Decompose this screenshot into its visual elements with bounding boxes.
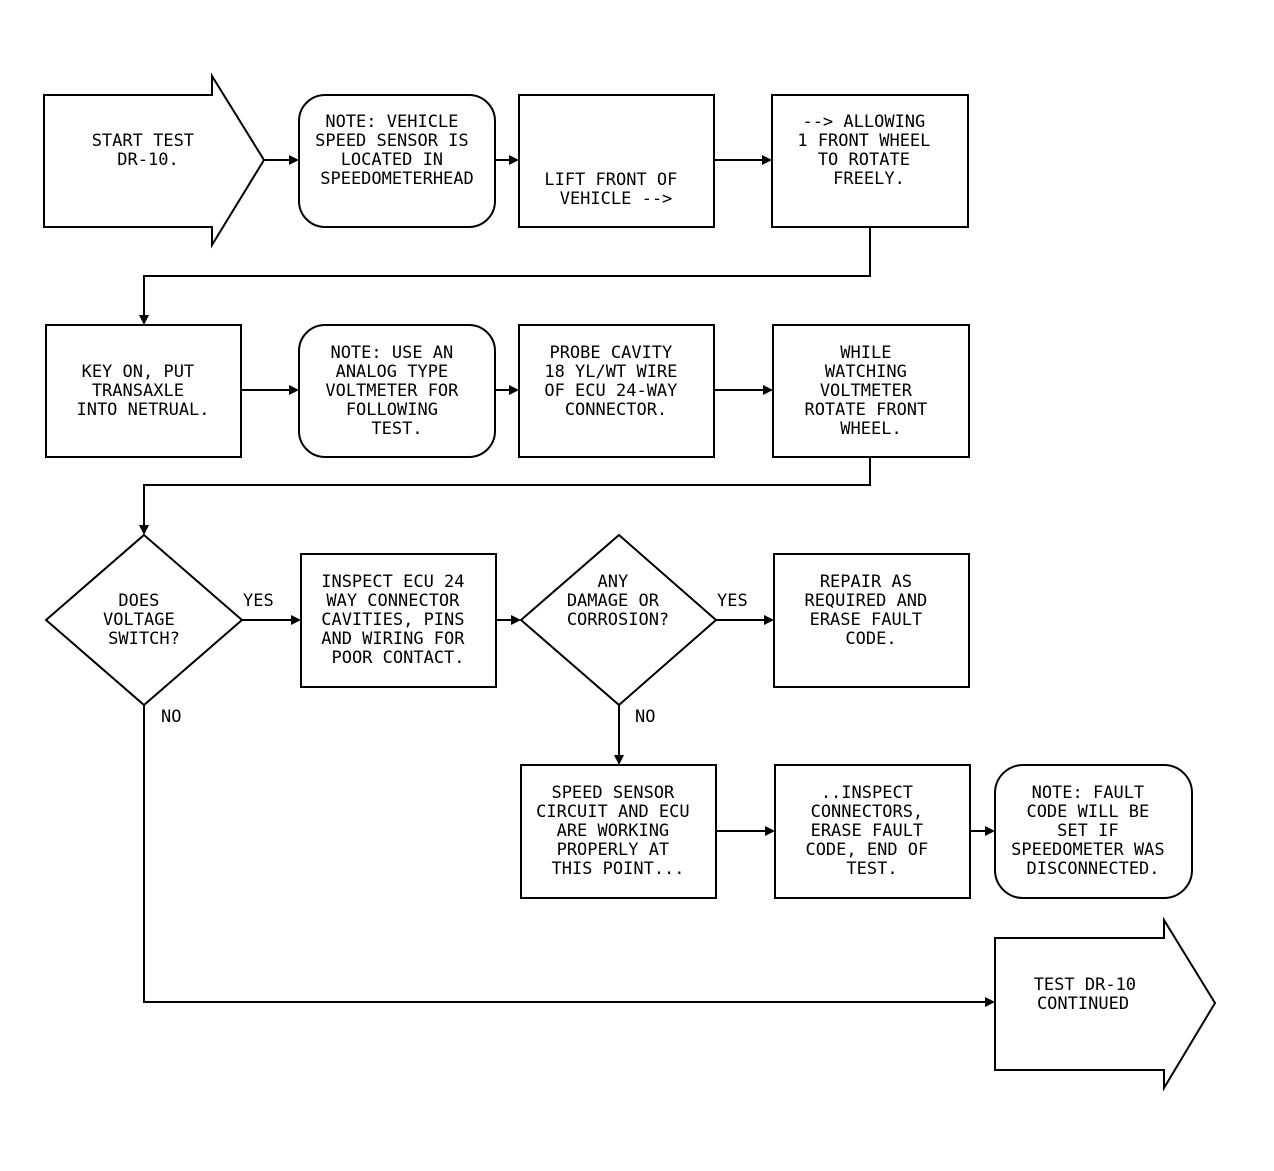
edge-labels: YES NO YES NO	[161, 591, 748, 727]
test-continued-label: TEST DR-10 CONTINUED	[1034, 975, 1147, 1014]
note-vehicle-speed-sensor-shape	[298, 94, 496, 228]
inspect-ecu-label: INSPECT ECU 24 WAY CONNECTOR CAVITIES, P…	[321, 572, 475, 668]
allowing-wheel-box-shape	[771, 94, 969, 228]
note-fault-code-label: NOTE: FAULT CODE WILL BE SET IF SPEEDOME…	[1011, 783, 1175, 879]
start-arrow-shape	[43, 72, 266, 249]
arrowhead	[139, 525, 149, 535]
arrowhead	[762, 155, 772, 165]
arrowhead	[291, 615, 301, 625]
voltage-yes-label: YES	[243, 591, 274, 611]
arrowhead	[289, 385, 299, 395]
inspect-ecu-box-shape	[300, 553, 497, 688]
probe-cavity-box-shape	[518, 324, 715, 458]
damage-yes-label: YES	[717, 591, 748, 611]
continued-arrow-shape	[994, 916, 1217, 1092]
arrowhead	[509, 385, 519, 395]
arrowhead	[765, 826, 775, 836]
node-labels: START TEST DR-10. NOTE: VEHICLE SPEED SE…	[76, 112, 1175, 1014]
allowing-wheel-label: --> ALLOWING 1 FRONT WHEEL TO ROTATE FRE…	[797, 112, 940, 189]
arrowhead	[985, 826, 995, 836]
lift-front-box-shape	[518, 94, 715, 228]
edge-while-to-voltage	[143, 457, 871, 528]
damage-corrosion-label: ANY DAMAGE OR CORROSION?	[567, 572, 669, 630]
while-watching-box-shape	[772, 324, 970, 458]
probe-cavity-label: PROBE CAVITY 18 YL/WT WIRE OF ECU 24-WAY…	[544, 343, 687, 420]
voltage-switch-label: DOES VOLTAGE SWITCH?	[103, 591, 185, 649]
arrowhead	[985, 997, 995, 1007]
voltage-switch-decision-shape	[44, 533, 244, 707]
repair-label: REPAIR AS REQUIRED AND ERASE FAULT CODE.	[804, 572, 937, 649]
note-analog-voltmeter-label: NOTE: USE AN ANALOG TYPE VOLTMETER FOR F…	[325, 343, 468, 439]
arrowhead	[614, 755, 624, 765]
key-on-label: KEY ON, PUT TRANSAXLE INTO NETRUAL.	[76, 362, 209, 420]
damage-corrosion-decision-shape	[519, 533, 718, 707]
arrowhead	[139, 315, 149, 325]
speed-sensor-ok-box-shape	[520, 764, 717, 899]
arrowhead	[763, 385, 773, 395]
inspect-connectors-box-shape	[774, 764, 971, 899]
arrowhead	[764, 615, 774, 625]
arrowheads	[139, 155, 995, 1007]
edge-voltage-no	[143, 705, 988, 1003]
note-analog-voltmeter-shape	[298, 324, 496, 458]
arrowhead	[509, 155, 519, 165]
key-on-box-shape	[45, 324, 242, 458]
start-test-label: START TEST DR-10.	[92, 131, 205, 170]
edge-allowing-to-key-on	[143, 228, 871, 318]
while-watching-label: WHILE WATCHING VOLTMETER ROTATE FRONT WH…	[804, 343, 937, 439]
arrowhead	[289, 155, 299, 165]
note-vehicle-speed-sensor-label: NOTE: VEHICLE SPEED SENSOR IS LOCATED IN…	[315, 112, 479, 189]
speed-sensor-ok-label: SPEED SENSOR CIRCUIT AND ECU ARE WORKING…	[536, 783, 700, 879]
repair-box-shape	[773, 553, 970, 688]
arrowhead	[511, 615, 521, 625]
note-fault-code-shape	[994, 764, 1193, 899]
shapes	[43, 72, 1217, 1092]
voltage-no-label: NO	[161, 707, 181, 727]
lift-front-label: LIFT FRONT OF VEHICLE -->	[544, 170, 687, 209]
damage-no-label: NO	[635, 707, 655, 727]
inspect-connectors-label: ..INSPECT CONNECTORS, ERASE FAULT CODE, …	[805, 783, 938, 879]
